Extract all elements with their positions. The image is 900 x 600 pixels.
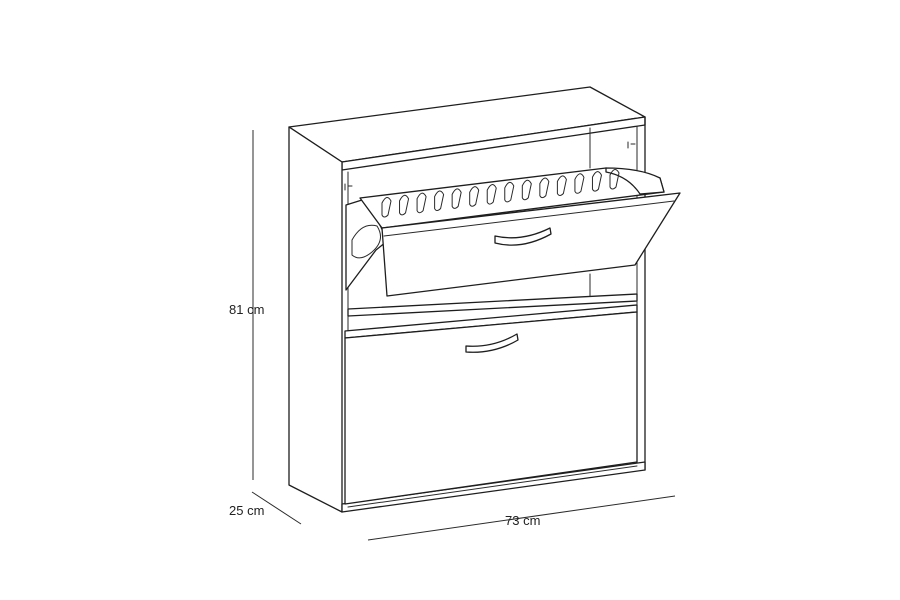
divider-fin: [381, 197, 392, 218]
upper-door-panel[interactable]: [381, 192, 681, 297]
divider-fin: [591, 171, 602, 192]
divider-fin: [416, 192, 427, 214]
cabinet-plinth: [341, 461, 646, 513]
divider-fin: [469, 186, 480, 207]
left-side-panel: [288, 126, 343, 513]
divider-fin: [556, 175, 567, 196]
dimension-lines: [251, 130, 676, 541]
upper-open-drawer: [345, 167, 681, 297]
divider-fin: [574, 173, 585, 194]
divider-fin: [539, 177, 550, 199]
width-label: 73 cm: [505, 513, 540, 528]
divider-fin: [504, 181, 515, 203]
upper-door-top-edge: [383, 200, 675, 237]
depth-label: 25 cm: [229, 503, 264, 518]
height-label: 81 cm: [229, 302, 264, 317]
drawer-dividers: [381, 169, 620, 218]
divider-fin: [486, 184, 497, 205]
lower-door-handle-icon[interactable]: [465, 333, 519, 353]
lower-door-panel[interactable]: [344, 311, 638, 505]
divider-fin: [399, 194, 410, 216]
lower-door: [344, 311, 638, 505]
divider-fin: [521, 179, 532, 201]
divider-fin: [434, 190, 445, 212]
divider-fin: [609, 169, 620, 190]
width-dimension-line: [367, 495, 676, 541]
middle-shelf-surface: [347, 293, 638, 317]
hinge-mark-left: [344, 183, 353, 191]
drawer-right-bin: [605, 167, 665, 195]
plinth-inner-line: [347, 465, 638, 508]
upper-door-handle-icon[interactable]: [494, 227, 552, 246]
depth-dimension-line: [251, 491, 302, 525]
drawer-left-bin-inner: [351, 224, 382, 259]
hinge-mark-right: [627, 141, 636, 149]
divider-fin: [451, 188, 462, 209]
